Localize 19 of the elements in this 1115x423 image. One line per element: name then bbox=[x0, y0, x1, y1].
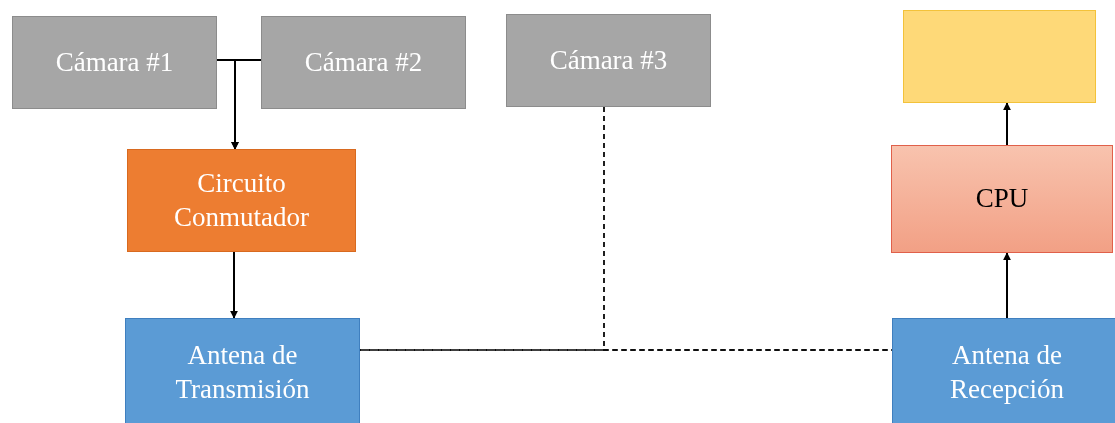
antenna-box bbox=[125, 318, 360, 423]
box-label: CPU bbox=[974, 182, 1030, 216]
arrow bbox=[1003, 252, 1011, 319]
arrow bbox=[231, 59, 262, 150]
software-box bbox=[903, 10, 1096, 103]
arrow bbox=[1003, 102, 1011, 146]
arrow bbox=[230, 251, 238, 319]
antenna-box bbox=[892, 318, 1115, 423]
box-label: Circuito Conmutador bbox=[173, 166, 310, 234]
box-label: Cámara #1 bbox=[54, 45, 175, 79]
box-label: Cámara #3 bbox=[548, 43, 669, 77]
box-label: Cámara #2 bbox=[303, 45, 424, 79]
camera-box bbox=[506, 14, 711, 107]
switch-circuit-box bbox=[127, 149, 356, 252]
camera-box bbox=[261, 16, 466, 109]
box-label: Antena de Recepción bbox=[949, 339, 1065, 406]
cpu-box bbox=[891, 145, 1113, 253]
camera-box bbox=[12, 16, 217, 109]
box-label: Antena de Transmisión bbox=[174, 339, 311, 406]
